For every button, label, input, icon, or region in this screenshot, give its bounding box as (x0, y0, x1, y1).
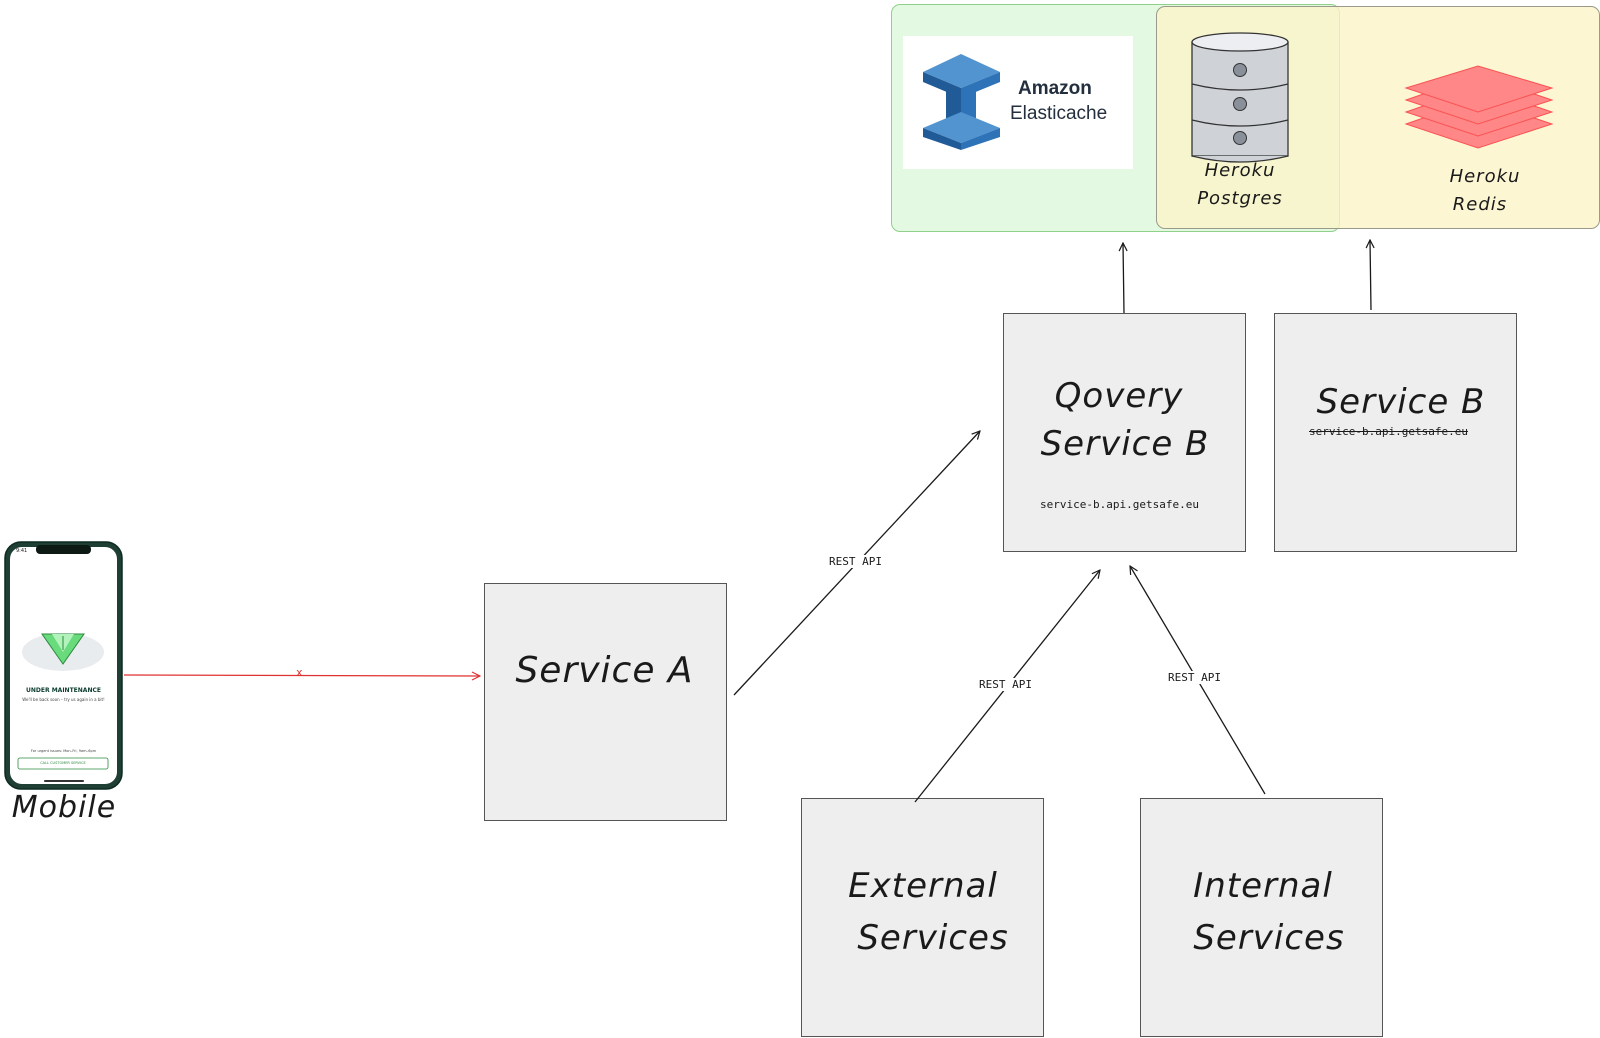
internal-label-line2: Services (1193, 918, 1345, 958)
edge-qovery-to-postgres (1123, 243, 1124, 314)
mobile-maintenance-heading: UNDER MAINTENANCE (26, 687, 101, 694)
edge-label-external-to-qovery: REST API (977, 678, 1034, 691)
external-label-line1: External (848, 866, 998, 906)
edge-label-a-to-qovery: REST API (827, 555, 884, 568)
internal-label-line1: Internal (1193, 866, 1333, 906)
redis-label-line2: Redis (1452, 194, 1508, 215)
service-a-label: Service A (515, 650, 694, 691)
mobile-status-time: 9:41 (16, 548, 28, 554)
mobile-hours-text: For urgent issues: Mon–Fri, 9am–6pm (30, 749, 97, 753)
elasticache-subtitle: Elasticache (1010, 103, 1108, 124)
mobile-call-button[interactable]: CALL CUSTOMER SERVICE (40, 761, 86, 765)
edge-service-b-to-redis (1370, 240, 1371, 311)
edge-mobile-to-service-a (123, 675, 480, 676)
postgres-label-line2: Postgres (1197, 188, 1283, 209)
elasticache-title: Amazon (1018, 78, 1092, 99)
service-b-label: Service B (1316, 382, 1486, 422)
edge-label-internal-to-qovery: REST API (1166, 671, 1223, 684)
internal-services-node[interactable] (1140, 798, 1383, 1037)
external-label-line2: Services (857, 918, 1009, 958)
redis-label-line1: Heroku (1449, 166, 1521, 187)
service-b-domain: service-b.api.getsafe.eu (1309, 425, 1468, 438)
external-services-node[interactable] (801, 798, 1044, 1037)
qovery-label-line1: Qovery (1054, 376, 1184, 416)
blocked-edge-x-label: x (296, 666, 303, 679)
mobile-maintenance-message: We'll be back soon – try us again in a b… (22, 697, 105, 702)
elasticache-card (903, 36, 1133, 169)
qovery-domain: service-b.api.getsafe.eu (1040, 498, 1199, 511)
qovery-service-b-node[interactable] (1003, 313, 1246, 552)
postgres-label-line1: Heroku (1204, 160, 1276, 181)
service-b-node[interactable] (1274, 313, 1517, 552)
service-a-node[interactable] (484, 583, 727, 821)
mobile-label: Mobile (11, 790, 117, 825)
qovery-label-line2: Service B (1040, 424, 1210, 464)
